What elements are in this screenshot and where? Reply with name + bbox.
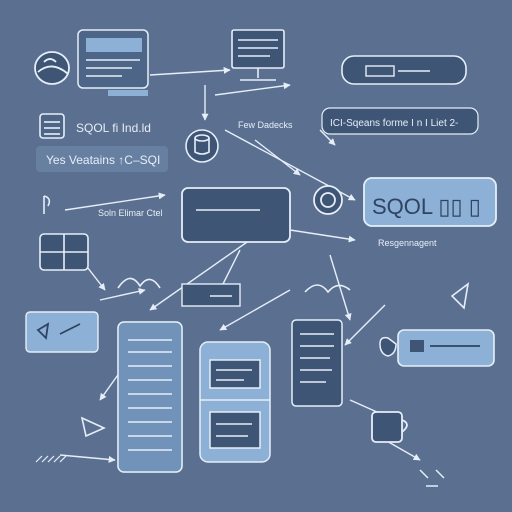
- document-panel: [291, 319, 343, 407]
- database-icon: [39, 113, 65, 139]
- label-resgennagent: Resgennagent: [378, 238, 437, 248]
- cup-icon: [371, 411, 408, 443]
- top-right-box: [341, 55, 467, 85]
- flag-icon: [43, 195, 51, 214]
- paper-plane-left-icon: [80, 416, 106, 438]
- bird-icon: [34, 51, 70, 85]
- document-icon: [181, 283, 241, 307]
- plug-icon: [419, 469, 445, 487]
- label-sqol-box: SQOL ▯▯ ▯: [372, 194, 481, 219]
- label-few-dadecks: Few Dadecks: [238, 120, 293, 130]
- server-center-icon: [199, 341, 271, 463]
- label-yes-veatains: Yes Veatains ↑C–SQI: [46, 153, 160, 167]
- sqol-box: SQOL ▯▯ ▯: [363, 177, 497, 227]
- label-yes-veatains-box: Yes Veatains ↑C–SQI: [36, 146, 168, 172]
- right-info-box: [397, 329, 495, 367]
- cylinder-icon: [185, 129, 219, 163]
- label-soln-elimar: Soln Elimar Ctel: [98, 208, 163, 218]
- label-ici-sqeans: ICI-Sqeans forme I n I Liet 2-: [330, 118, 458, 129]
- label-sqol-find: SQOL fi Ind.ld: [76, 121, 151, 135]
- curly-connectors: [117, 277, 351, 294]
- server-icon: [117, 321, 183, 473]
- checkbox-icon: [39, 233, 89, 271]
- arrow-icon: [450, 282, 470, 310]
- mouse-icon: [379, 336, 397, 357]
- monitor-panel-left: [77, 29, 149, 96]
- gear-icon: [313, 185, 343, 215]
- central-box: [181, 187, 291, 243]
- paper-plane-icon: [25, 311, 99, 353]
- hatch-lines: [35, 455, 67, 463]
- label-bar-right: ICI-Sqeans forme I n I Liet 2-: [321, 107, 479, 135]
- monitor-icon: [231, 29, 285, 81]
